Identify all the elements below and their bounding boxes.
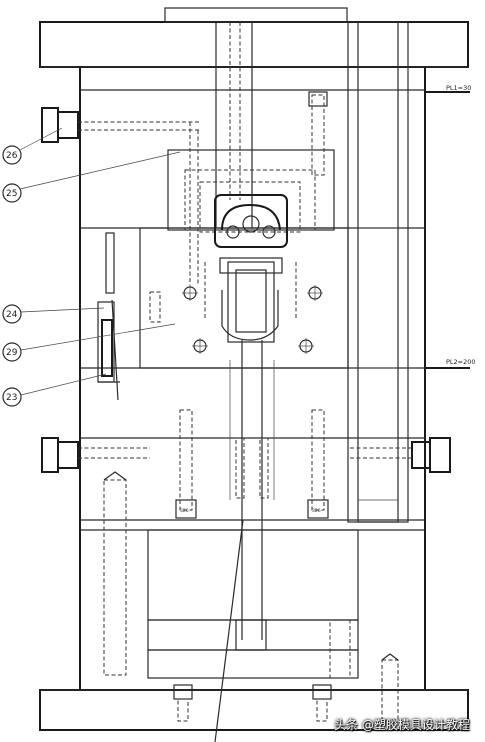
side-cylinder-lower bbox=[41, 437, 150, 473]
side-cylinder-upper bbox=[41, 107, 200, 285]
callout-26: 26 bbox=[2, 127, 63, 165]
svg-text:25: 25 bbox=[6, 189, 17, 199]
parting-line-2-label: PL2=200 bbox=[446, 358, 476, 366]
cavity-plate bbox=[139, 149, 349, 369]
inclined-lifter-line bbox=[214, 519, 244, 742]
callout-29: 29 bbox=[2, 323, 176, 362]
callout-25: 25 bbox=[2, 151, 181, 203]
parting-line-1: PL1=30 bbox=[425, 84, 471, 93]
svg-text:23: 23 bbox=[6, 393, 17, 403]
parting-line-1-label: PL1=30 bbox=[446, 84, 471, 92]
svg-text:26: 26 bbox=[6, 151, 18, 161]
callout-23: 23 bbox=[2, 373, 107, 407]
angled-slide bbox=[97, 232, 120, 401]
ejector-rods bbox=[229, 340, 275, 640]
bottom-clamp-plate bbox=[39, 689, 469, 731]
callout-24: 24 bbox=[2, 304, 105, 324]
watermark-text: 头条 @塑胶模具设计教程 bbox=[334, 718, 470, 732]
sprue-column bbox=[215, 22, 253, 228]
bolt-holes bbox=[182, 285, 323, 354]
side-cylinder-right bbox=[350, 437, 451, 473]
parting-line-2: PL2=200 bbox=[425, 358, 476, 369]
svg-text:326: 326 bbox=[180, 508, 189, 514]
socket-screws: 326 326 bbox=[149, 91, 329, 519]
top-clamp-plate bbox=[39, 7, 469, 68]
guide-pillar-right bbox=[347, 21, 409, 523]
svg-text:326: 326 bbox=[312, 508, 321, 514]
core-insert bbox=[204, 194, 297, 343]
svg-text:29: 29 bbox=[6, 348, 18, 358]
svg-text:24: 24 bbox=[6, 310, 18, 320]
ejector-plate bbox=[147, 529, 359, 679]
